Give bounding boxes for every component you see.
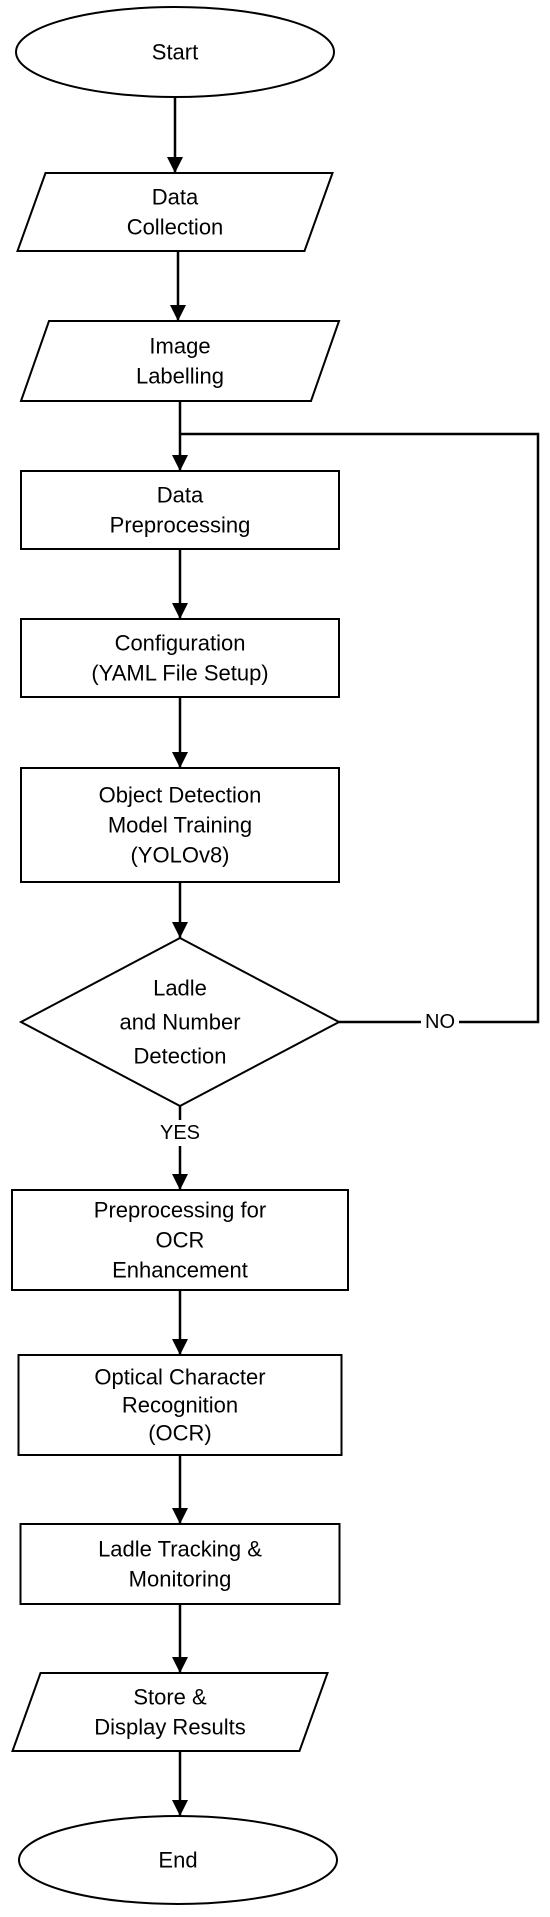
arrowhead	[172, 922, 188, 938]
arrowhead	[172, 752, 188, 768]
node-label-line: (OCR)	[148, 1421, 212, 1446]
node-ladle-tracking: Ladle Tracking & Monitoring	[19, 1523, 341, 1605]
node-end: End	[18, 1815, 338, 1905]
node-label-line: Image	[149, 334, 210, 359]
node-label-line: Preprocessing for	[94, 1198, 266, 1223]
node-label-line: Data	[157, 483, 204, 508]
node-shape-diamond	[18, 936, 342, 1108]
edge-label-yes: YES	[160, 1122, 200, 1144]
edge-model-training-to-detection-decision	[172, 882, 188, 938]
edge-data-collection-to-image-labelling	[170, 251, 186, 321]
node-shape-parallelogram	[19, 320, 341, 402]
nodes-layer: StartDataCollectionImageLabellingDataPre…	[11, 6, 349, 1905]
node-shape-rectangle	[19, 1523, 341, 1605]
arrowhead	[170, 305, 186, 321]
arrowhead	[172, 1800, 188, 1816]
edge-ladle-tracking-to-store-display	[172, 1604, 188, 1673]
node-label-line: Object Detection	[99, 783, 262, 808]
node-start: Start	[15, 6, 335, 98]
arrowhead	[172, 1174, 188, 1190]
node-shape-ellipse	[18, 1815, 338, 1905]
edge-ocr-to-ladle-tracking	[172, 1455, 188, 1524]
node-shape-rectangle	[20, 618, 340, 698]
node-label-line: Start	[152, 40, 198, 65]
node-shape-rectangle	[20, 470, 340, 550]
arrowhead	[172, 455, 188, 471]
node-shape-parallelogram	[16, 172, 334, 252]
edge-detection-decision-to-data-preprocessing: NO	[180, 432, 540, 1035]
node-label-line: Enhancement	[112, 1258, 248, 1283]
node-label-line: Labelling	[136, 364, 224, 389]
node-label-line: End	[158, 1848, 197, 1873]
node-label-line: Monitoring	[129, 1567, 232, 1592]
edge-detection-decision-to-ocr-preprocessing: YES	[154, 1106, 206, 1190]
node-shape-rectangle	[20, 767, 340, 883]
arrowhead	[172, 603, 188, 619]
node-label-line: (YOLOv8)	[130, 843, 229, 868]
edge-start-to-data-collection	[167, 97, 183, 173]
arrowhead	[167, 157, 183, 173]
node-label-line: and Number	[119, 1010, 240, 1035]
edge-data-preprocessing-to-configuration	[172, 549, 188, 619]
node-configuration: Configuration (YAML File Setup)	[20, 618, 340, 698]
connectors-layer: YES NO	[154, 97, 540, 1816]
node-shape-ellipse	[15, 6, 335, 98]
node-label-line: Collection	[127, 215, 224, 240]
edge-label-background	[421, 1009, 459, 1035]
node-label-line: Optical Character	[94, 1365, 265, 1390]
node-label-line: Configuration	[115, 631, 246, 656]
edge-ocr-preprocessing-to-ocr	[172, 1290, 188, 1355]
node-label-line: Detection	[134, 1044, 227, 1069]
arrowhead	[172, 1339, 188, 1355]
edge-configuration-to-model-training	[172, 697, 188, 768]
edge-store-display-to-end	[172, 1751, 188, 1816]
edge-label-background	[154, 1120, 206, 1146]
arrowhead	[172, 1508, 188, 1524]
node-label-line: Data	[152, 185, 199, 210]
node-shape-parallelogram	[11, 1672, 329, 1752]
node-shape-rectangle	[11, 1189, 349, 1291]
node-label-line: Preprocessing	[110, 513, 251, 538]
node-label-line: OCR	[156, 1228, 205, 1253]
node-label-line: Ladle Tracking &	[98, 1537, 262, 1562]
node-label-line: Model Training	[108, 813, 252, 838]
node-store-display: Store & Display Results	[11, 1672, 329, 1752]
node-label-line: Ladle	[153, 976, 207, 1001]
node-label-line: (YAML File Setup)	[91, 661, 268, 686]
node-shape-rectangle	[17, 1354, 343, 1456]
edge-label-no: NO	[425, 1011, 455, 1033]
edge-image-labelling-to-data-preprocessing	[172, 401, 188, 471]
node-label-line: Store &	[133, 1685, 207, 1710]
arrowhead	[172, 1657, 188, 1673]
node-label-line: Recognition	[122, 1393, 238, 1418]
node-label-line: Display Results	[94, 1715, 246, 1740]
